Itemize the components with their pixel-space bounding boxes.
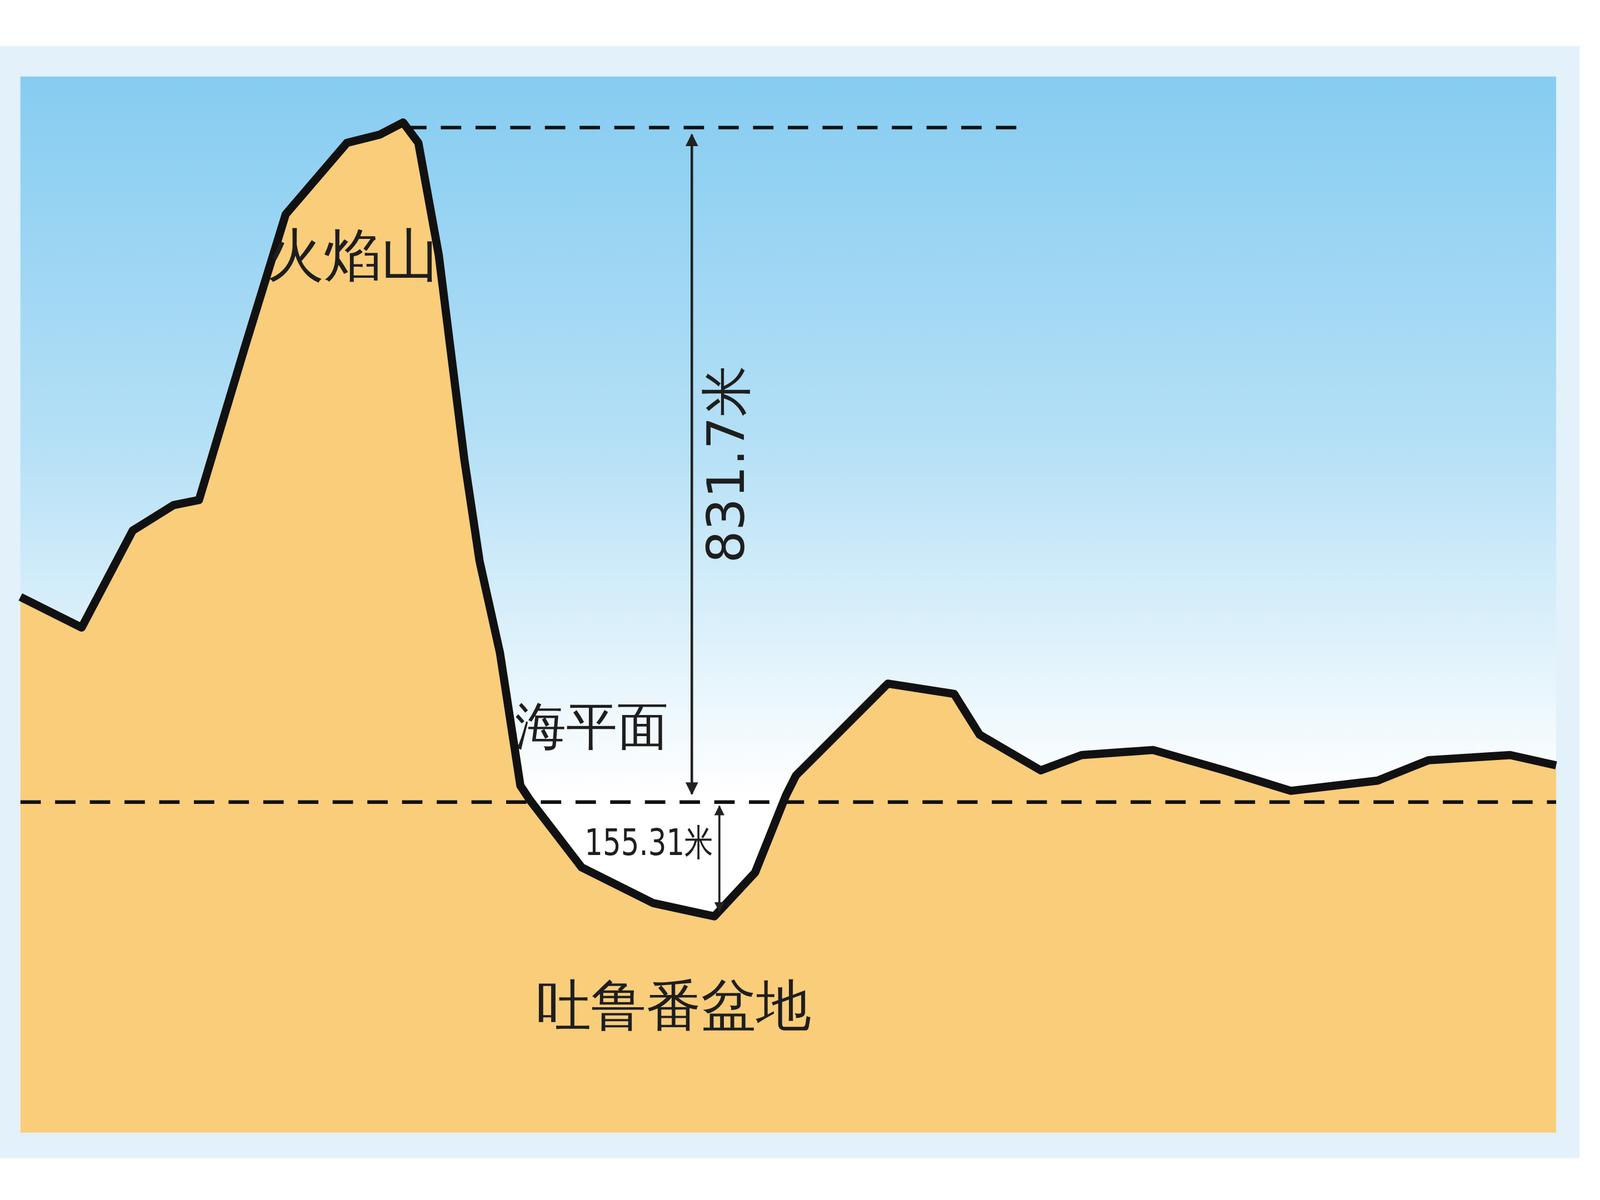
summit-level-line — [406, 125, 1026, 129]
terrain-outline — [20, 122, 1557, 917]
height-arrow — [690, 134, 694, 794]
sea-level-line — [20, 800, 1557, 804]
height-dimension: 831.7米 — [701, 365, 753, 563]
mountain-name: 火焰山 — [266, 226, 439, 284]
sky — [20, 76, 1557, 1133]
basin-name: 吐鲁番盆地 — [536, 977, 812, 1033]
sea-level-label: 海平面 — [515, 701, 669, 753]
depth-dimension: 155.31米 — [584, 824, 714, 862]
depth-arrow — [718, 806, 721, 912]
ground — [20, 122, 1557, 1133]
frame — [0, 46, 1580, 1159]
